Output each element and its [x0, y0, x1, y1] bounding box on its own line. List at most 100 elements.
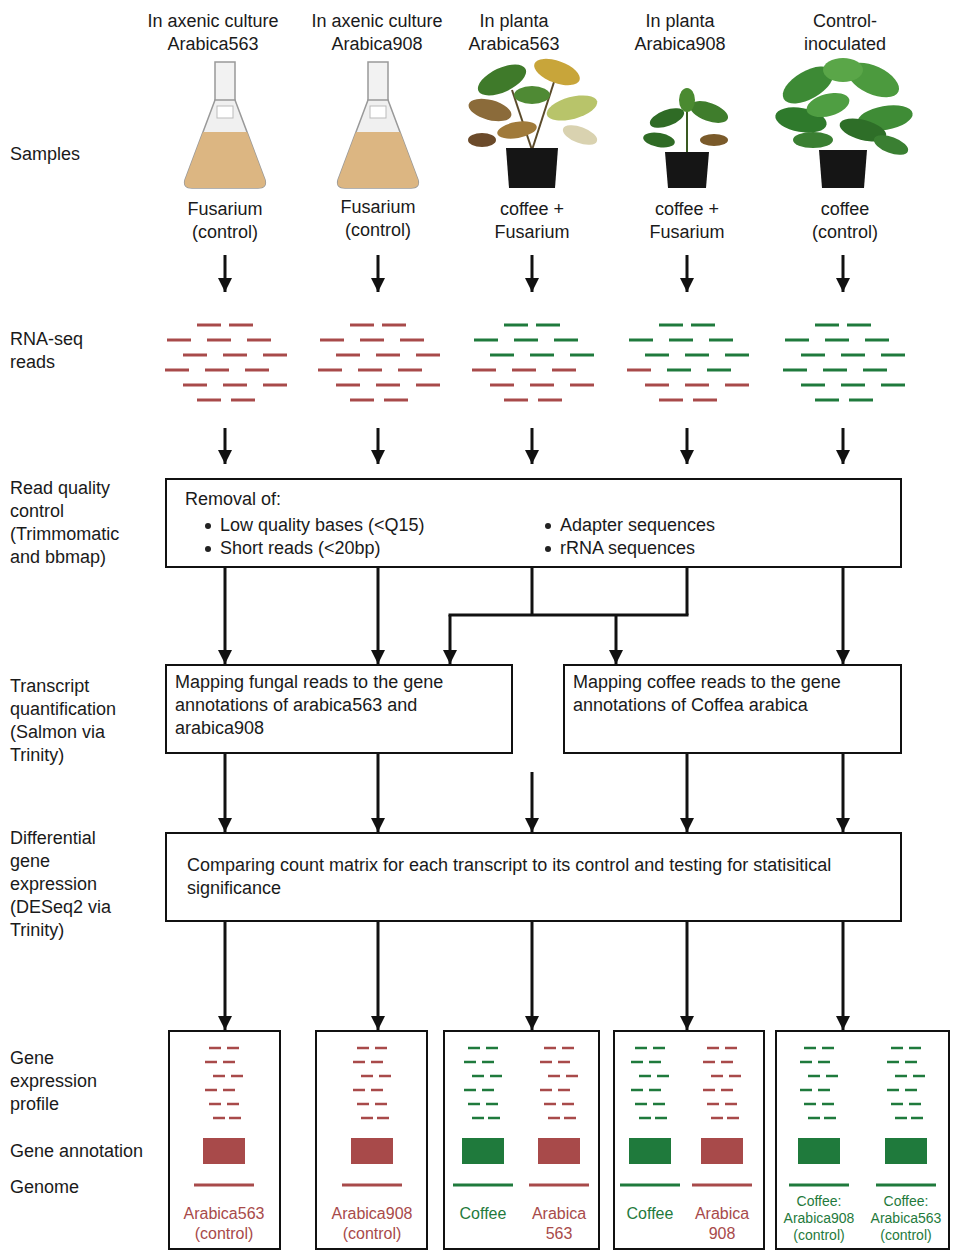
read-dash — [229, 324, 253, 327]
profile-box: Arabica563 (control) — [168, 1030, 281, 1250]
flow-arrow — [686, 922, 689, 1030]
read-dash — [209, 1047, 221, 1050]
read-dash — [653, 1103, 665, 1106]
flow-arrow — [377, 754, 380, 832]
read-dash — [464, 1089, 476, 1092]
row-label: Gene expression profile — [10, 1047, 115, 1116]
read-dash — [909, 1047, 921, 1050]
bullet-text: Low quality bases (<Q15) — [220, 514, 425, 537]
gene-annotation-block — [203, 1138, 245, 1164]
read-dash — [808, 1117, 820, 1120]
read-dash — [800, 1089, 812, 1092]
flask-sticker — [217, 106, 233, 118]
read-dash — [361, 1117, 373, 1120]
row-label: Samples — [10, 143, 130, 166]
profile-label: Coffee: Arabica908 (control) — [777, 1193, 861, 1244]
read-dash — [213, 1075, 225, 1078]
read-dash — [823, 369, 847, 372]
split-line — [531, 568, 534, 615]
flask — [185, 62, 266, 188]
read-dash — [721, 1089, 733, 1092]
read-dash — [209, 1103, 221, 1106]
genome-line — [342, 1184, 402, 1187]
read-dash — [205, 1061, 217, 1064]
flask-body — [185, 100, 266, 188]
read-dash — [847, 324, 871, 327]
read-dash — [361, 1075, 373, 1078]
read-dash — [530, 384, 554, 387]
flask-neck — [215, 62, 235, 102]
leaf — [647, 104, 686, 131]
row-label: Gene annotation — [10, 1140, 165, 1163]
leaf — [514, 86, 550, 104]
leaf — [823, 58, 863, 82]
plant — [642, 88, 731, 188]
flow-arrow — [842, 568, 845, 664]
read-dash — [227, 1047, 239, 1050]
flow-arrow — [449, 615, 452, 664]
genome-line — [194, 1184, 254, 1187]
read-dash — [826, 1075, 838, 1078]
leaf — [466, 95, 514, 126]
read-dash — [468, 1103, 480, 1106]
leaf — [560, 121, 599, 148]
split-line — [449, 614, 689, 617]
column-header: In planta Arabica563 — [439, 10, 589, 56]
read-dash — [635, 1047, 647, 1050]
read-dash — [376, 384, 400, 387]
read-dash — [548, 1075, 560, 1078]
read-dash — [808, 1075, 820, 1078]
read-dash — [358, 369, 382, 372]
profile-box: CoffeeArabica 908 — [613, 1030, 765, 1250]
box-text: Comparing count matrix for each transcri… — [187, 854, 880, 900]
flow-arrow — [377, 922, 380, 1030]
read-dash — [562, 1047, 574, 1050]
flask — [338, 62, 419, 188]
flow-arrow — [615, 615, 618, 664]
read-dash — [540, 1061, 552, 1064]
read-dash — [375, 1047, 387, 1050]
pot — [665, 152, 709, 188]
bullet-text: Short reads (<20bp) — [220, 537, 381, 560]
genome-line — [620, 1184, 680, 1187]
bullet-dot — [205, 523, 211, 529]
read-dash — [482, 1089, 494, 1092]
read-dash — [657, 1075, 669, 1078]
read-dash — [824, 1117, 836, 1120]
row-label: RNA-seq reads — [10, 328, 110, 374]
read-dash — [639, 1117, 651, 1120]
read-dash — [721, 1061, 733, 1064]
read-dash — [659, 399, 683, 402]
read-dash — [544, 1103, 556, 1106]
column-header: Control- inoculated — [790, 10, 900, 56]
gene-annotation-block — [538, 1138, 580, 1164]
read-dash — [649, 1089, 661, 1092]
read-dash — [905, 1061, 917, 1064]
flow-arrow — [531, 922, 534, 1030]
flow-arrow — [842, 754, 845, 832]
read-dash — [815, 324, 839, 327]
read-dash — [895, 1075, 907, 1078]
flow-arrow — [377, 568, 380, 664]
sample-caption: Fusarium (control) — [328, 196, 428, 242]
read-dash — [711, 1075, 723, 1078]
genome-line — [876, 1184, 936, 1187]
read-dash — [353, 1061, 365, 1064]
read-dash — [197, 399, 221, 402]
read-dash — [801, 354, 825, 357]
bullet-dot — [545, 523, 551, 529]
read-dash — [659, 324, 683, 327]
row-label: Transcript quantification (Salmon via Tr… — [10, 675, 148, 767]
flow-arrow — [531, 255, 534, 292]
read-dash — [570, 354, 594, 357]
bullet-text: rRNA sequences — [560, 537, 695, 560]
read-dash — [197, 324, 221, 327]
bullet-list: Low quality bases (<Q15)Adapter sequence… — [205, 514, 882, 560]
read-dash — [552, 369, 576, 372]
read-dash — [825, 339, 849, 342]
read-dash — [468, 1047, 480, 1050]
flask-sticker — [370, 106, 386, 118]
read-dash — [382, 324, 406, 327]
